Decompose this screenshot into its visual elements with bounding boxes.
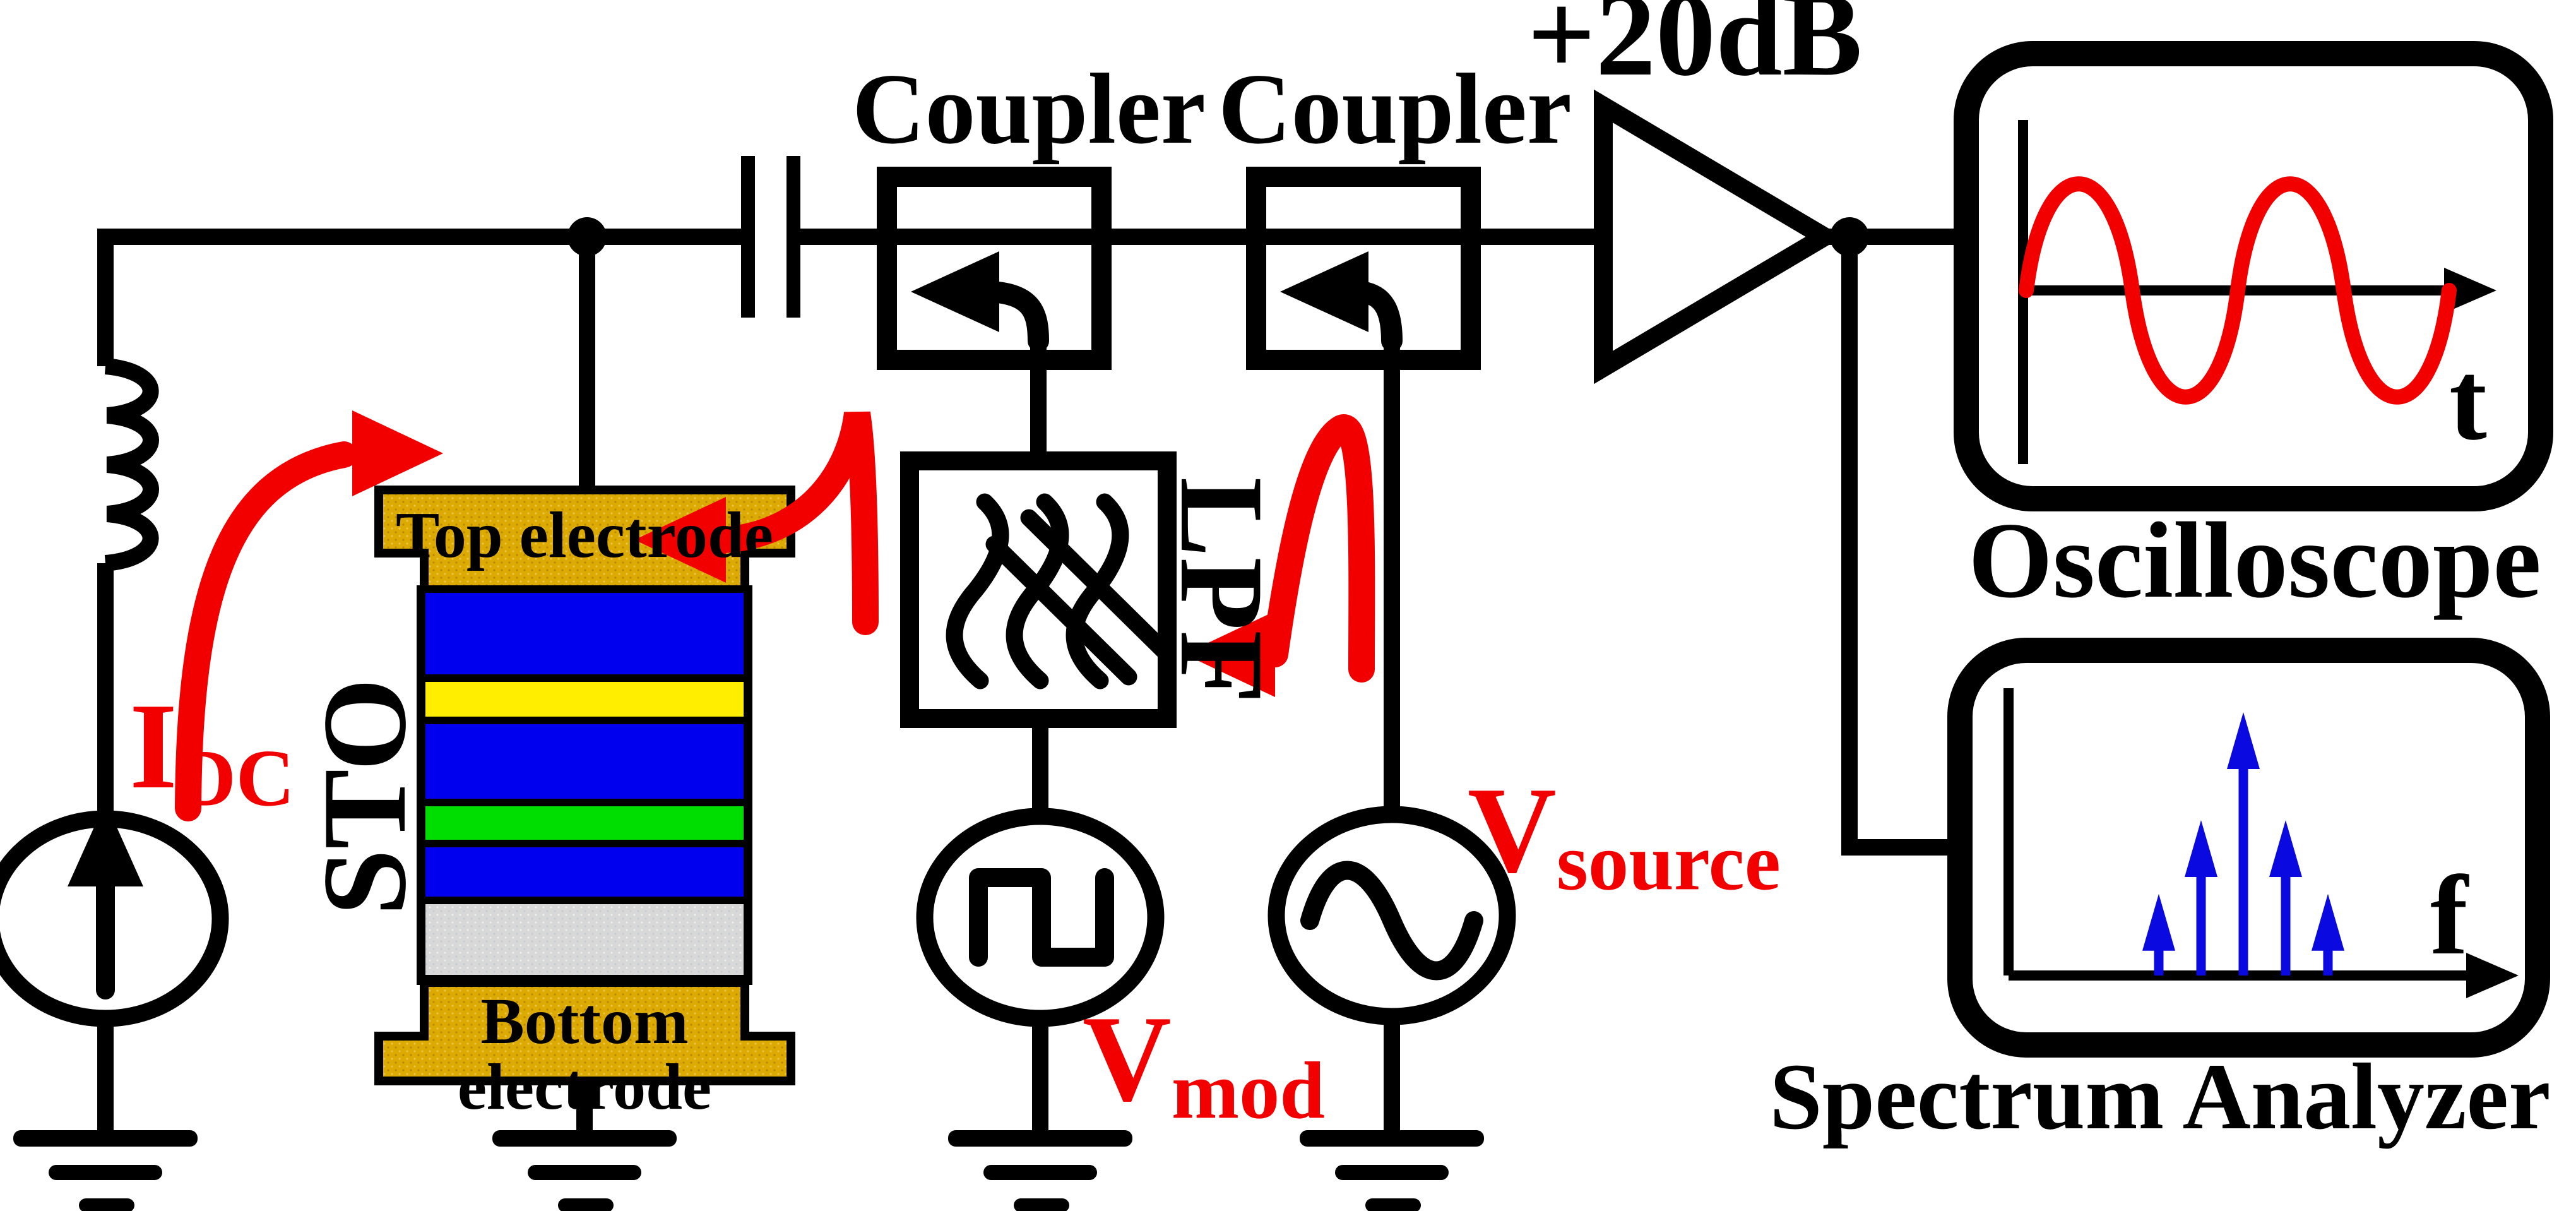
- up-arrow-icon: [2185, 820, 2217, 877]
- up-arrow-icon: [2312, 893, 2344, 951]
- sto-layer: [425, 724, 744, 799]
- lpf-waves-icon: [946, 493, 1172, 689]
- square-wave-icon: [969, 868, 1114, 967]
- sto-layer: [425, 682, 744, 717]
- modulation-source: [916, 808, 1165, 1027]
- ground-icon: [492, 1130, 677, 1211]
- sto-label: STO: [299, 677, 431, 916]
- oscilloscope-trace: [2019, 176, 2457, 405]
- vsource-label: Vsource: [1468, 762, 1781, 907]
- up-arrow-icon: [2269, 820, 2302, 877]
- inductor-icon: [104, 358, 159, 571]
- ground-icon: [13, 1130, 198, 1211]
- spectrum-analyzer-box: [1947, 638, 2550, 1058]
- idc-label: IDC: [129, 678, 295, 823]
- sto-layer: [425, 593, 744, 674]
- capacitor-icon: [741, 156, 800, 318]
- coupler-2-box: [1246, 167, 1481, 816]
- coupler-1-label: Coupler: [852, 52, 1206, 165]
- amplifier-triangle: [1594, 89, 1843, 385]
- sto-layer: [425, 806, 744, 840]
- right-arrow-icon: [2444, 268, 2496, 313]
- bottom-electrode-label: Bottom electrode: [457, 985, 712, 1123]
- sto-layer: [425, 847, 744, 897]
- freq-axis-label: f: [2430, 852, 2468, 978]
- oscilloscope-box: [1954, 41, 2553, 511]
- left-arrow-icon: [911, 251, 999, 332]
- top-electrode-label: Top electrode: [396, 499, 773, 571]
- sto-stack: [374, 486, 795, 1085]
- spectrum-peaks-icon: [2142, 712, 2344, 975]
- sine-wave-icon: [1300, 861, 1483, 981]
- ground-icon: [948, 1130, 1132, 1211]
- gain-label: +20dB: [1527, 0, 1863, 101]
- up-arrow-icon: [2142, 893, 2175, 951]
- sto-layer: [425, 904, 744, 975]
- coupler-1-box: [877, 167, 1112, 463]
- spectrum-analyzer-label: Spectrum Analyzer: [1769, 1044, 2551, 1149]
- bottom-electrode-shape: [374, 978, 795, 1085]
- right-arrow-icon: [2466, 953, 2519, 998]
- up-arrow-icon: [2227, 712, 2260, 769]
- left-arrow-icon: [1280, 251, 1368, 332]
- lpf-box: [900, 451, 1177, 728]
- sto-layers: [425, 593, 744, 975]
- coupler-2-label: Coupler: [1218, 52, 1572, 165]
- vmod-label: Vmod: [1083, 991, 1325, 1136]
- oscilloscope-label: Oscilloscope: [1968, 501, 2541, 621]
- lpf-label: LPF: [1155, 477, 1288, 704]
- time-axis-label: t: [2449, 338, 2487, 463]
- red-flow-arrow-icon: [175, 410, 443, 821]
- dc-branch-wire: [97, 229, 159, 1131]
- junction-dot-sto: [567, 217, 607, 256]
- red-flow-arrow-icon: [634, 411, 879, 635]
- red-flow-arrow-icon: [1184, 414, 1375, 697]
- ground-icon: [1300, 1130, 1484, 1211]
- dc-current-source: [0, 802, 229, 1027]
